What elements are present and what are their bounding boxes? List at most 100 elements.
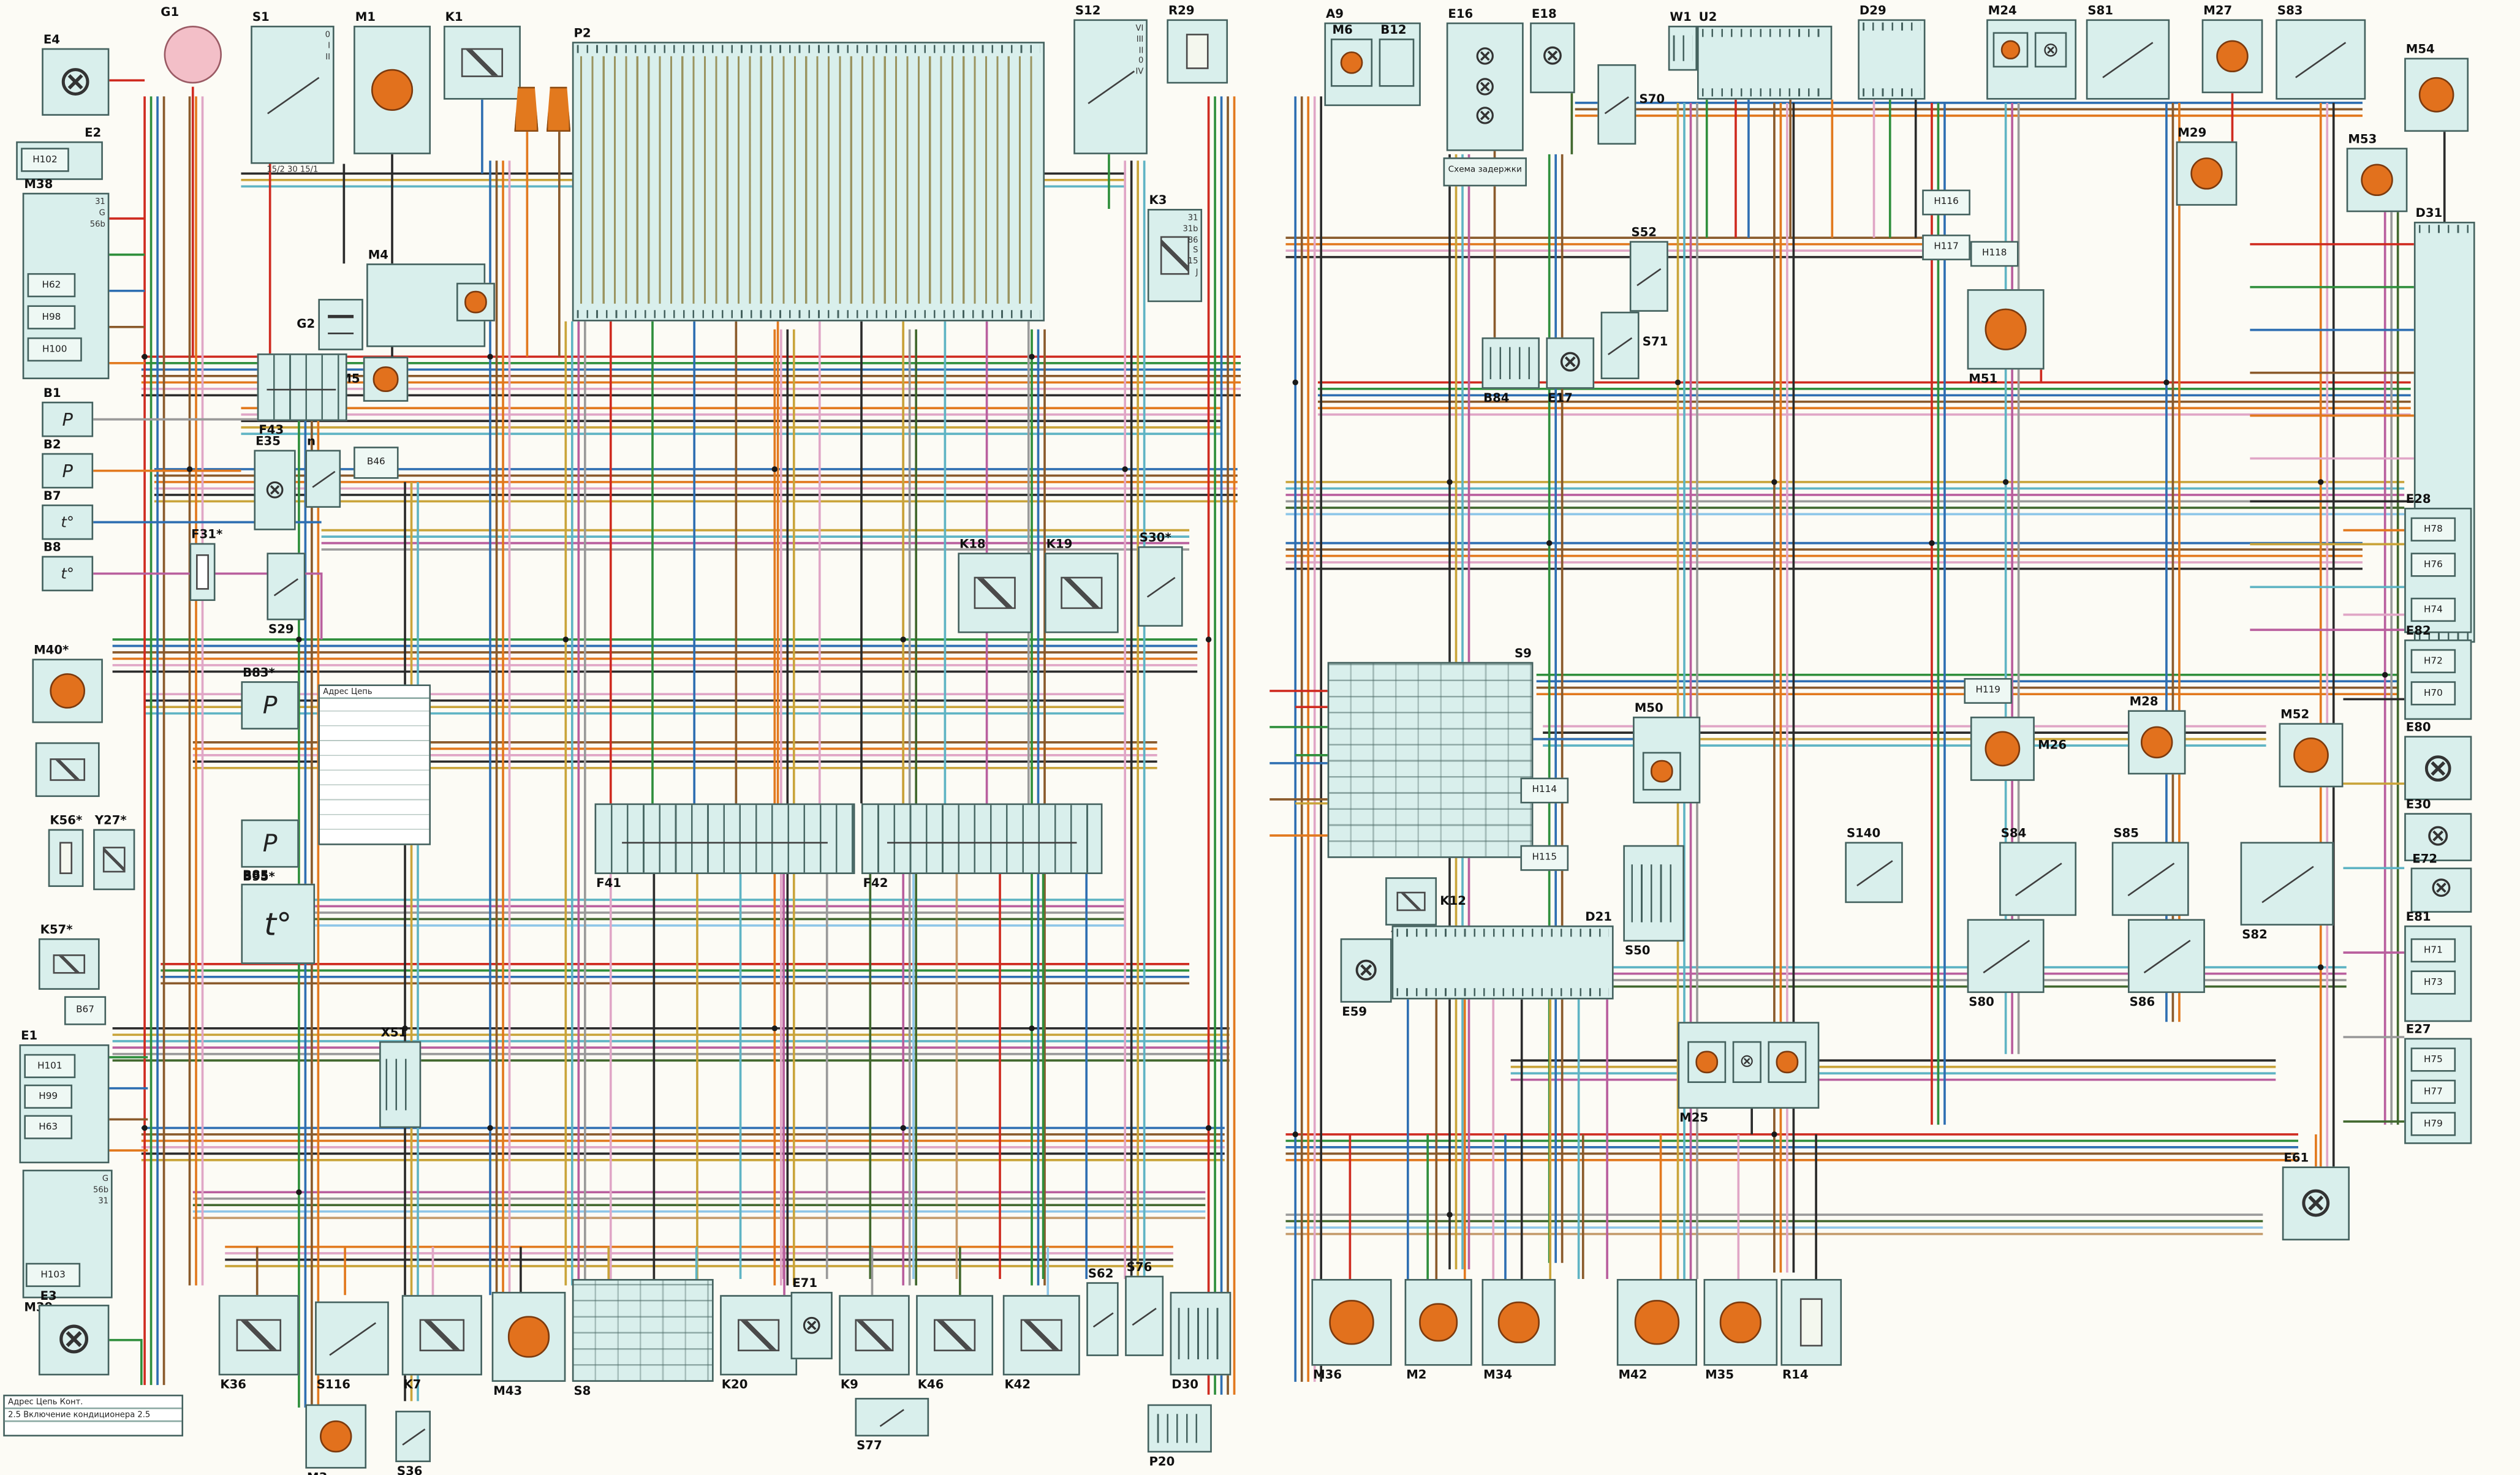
component-label: M4 <box>368 247 388 262</box>
component-H71: H71 <box>2410 938 2456 963</box>
tag-label: H103 <box>40 1270 66 1280</box>
junction-dot <box>1771 1131 1777 1137</box>
component-label: M35 <box>1705 1367 1735 1382</box>
component-label: X51 <box>380 1025 407 1040</box>
component-S85: S85 <box>2111 828 2189 916</box>
component-label: S86 <box>2129 994 2155 1009</box>
component-H74: H74 <box>2410 597 2456 622</box>
relay-icon <box>1020 1319 1063 1352</box>
component-F31*: F31* <box>189 529 222 602</box>
component-S29: S29 <box>267 553 306 635</box>
relay-icon <box>236 1319 281 1352</box>
component-label: B95* <box>243 869 275 884</box>
motor-icon <box>1651 760 1673 782</box>
component-P2: P2 <box>572 28 1045 322</box>
component-B46: B46 <box>354 447 399 479</box>
tag-label: H115 <box>1532 853 1557 863</box>
component-P20: P20 <box>1147 1404 1212 1467</box>
junction-dot <box>142 353 148 360</box>
component-M42: M42 <box>1616 1278 1697 1380</box>
component-label: B84 <box>1483 390 1510 406</box>
switch-icon <box>1607 336 1633 355</box>
lamp-icon: ⊗ <box>2042 36 2059 61</box>
component-label: n <box>307 434 316 448</box>
switch-icon <box>1132 1307 1157 1325</box>
component-block: Адрес Цепь <box>318 684 431 845</box>
component-H100: H100 <box>27 337 82 362</box>
component-H63: H63 <box>24 1115 73 1139</box>
component-F42: F42 <box>861 803 1103 889</box>
switch-icon <box>879 1408 904 1427</box>
component-label: K1 <box>445 9 463 25</box>
component-label: E18 <box>1531 6 1557 21</box>
component-block: Схема задержки <box>1443 157 1527 187</box>
component-label: B12 <box>1380 22 1407 37</box>
component-D21: D21 <box>1391 911 1614 1000</box>
component-M2: M2 <box>1404 1278 1472 1380</box>
tag-label: H117 <box>1934 243 1959 252</box>
lamp-icon: ⊗ <box>263 473 286 505</box>
relay-icon <box>461 48 504 78</box>
junction-dot <box>771 466 778 472</box>
component-F43: F43 <box>257 353 347 436</box>
component-label: S140 <box>1846 826 1881 840</box>
component-H78: H78 <box>2410 517 2456 541</box>
component-label: B85 <box>243 867 269 883</box>
component-H72: H72 <box>2410 649 2456 674</box>
motor-icon <box>508 1316 550 1357</box>
component-label: E4 <box>43 32 60 47</box>
component-label: M24 <box>1988 3 2017 18</box>
component-M36: M36 <box>1311 1278 1392 1380</box>
connector-pins-icon <box>1632 864 1676 922</box>
component-label: B1 <box>43 385 61 401</box>
component-label: P2 <box>573 25 591 40</box>
component-M54: M54 <box>2404 43 2469 132</box>
connector-pins-icon <box>1156 1414 1203 1443</box>
motor-icon <box>50 673 86 709</box>
component-S71: S71 <box>1600 311 1668 380</box>
motor-icon <box>373 366 398 392</box>
connector-pins-icon <box>385 1058 415 1111</box>
component-H76: H76 <box>2410 553 2456 577</box>
motor-icon <box>1776 1051 1798 1073</box>
component-label: S70 <box>1639 91 1665 106</box>
component-label: F41 <box>596 875 621 891</box>
motor-icon <box>319 1419 353 1454</box>
component-S80: S80 <box>1967 919 2045 1008</box>
component-M3: M3 <box>305 1404 367 1475</box>
component-S83: S83 <box>2276 5 2366 100</box>
component-block <box>35 742 100 798</box>
component-S116: S116 <box>315 1301 389 1390</box>
junction-dot <box>1929 540 1935 546</box>
junction-dot <box>900 636 906 643</box>
component-H118: H118 <box>1970 241 2019 267</box>
component-K18: K18 <box>958 538 1032 633</box>
component-label: F43 <box>259 422 284 437</box>
component-E16: ⊗ ⊗ ⊗E16 <box>1446 8 1524 151</box>
component-H98: H98 <box>27 305 76 330</box>
relay-icon <box>420 1319 464 1352</box>
component-E72: ⊗E72 <box>2410 853 2472 913</box>
motor-icon <box>2190 156 2223 191</box>
component-R29: R29 <box>1167 5 1228 84</box>
component-M51: M51 <box>1967 289 2045 384</box>
relay-icon <box>1061 576 1102 609</box>
component-B67: B67 <box>64 996 107 1025</box>
lamp-icon: ⊗ <box>1557 345 1583 379</box>
component-B12: B12 <box>1379 24 1415 87</box>
component-label: D30 <box>1171 1376 1198 1392</box>
relay-icon <box>974 576 1015 609</box>
junction-dot <box>1122 466 1128 472</box>
component-label: M29 <box>2178 125 2207 140</box>
component-H79: H79 <box>2410 1112 2456 1136</box>
tag-label: H63 <box>39 1122 58 1132</box>
component-label: K7 <box>403 1376 422 1392</box>
component-label: E81 <box>2405 909 2431 924</box>
switch-icon <box>1604 95 1629 114</box>
component-B8: t°B8 <box>42 541 94 592</box>
component-M34: M34 <box>1481 1278 1556 1380</box>
